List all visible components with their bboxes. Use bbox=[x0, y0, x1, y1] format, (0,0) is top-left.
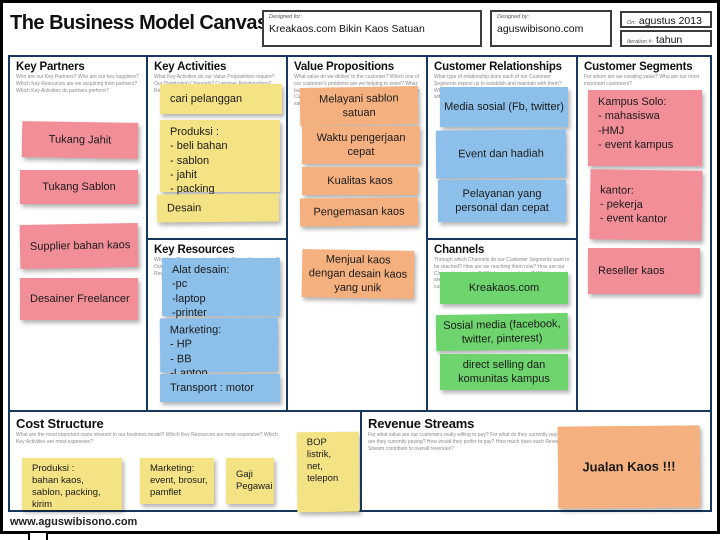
sticky-note: Reseller kaos bbox=[588, 248, 700, 294]
designed-for-box: Designed for: Kreakaos.com Bikin Kaos Sa… bbox=[262, 10, 482, 47]
section-title: Key Activities bbox=[154, 61, 227, 73]
section-title: Key Partners bbox=[16, 61, 85, 73]
sticky-note: Menjual kaos dengan desain kaos yang uni… bbox=[301, 249, 415, 299]
sticky-note: Waktu pengerjaan cepat bbox=[302, 126, 420, 164]
date-label: On: bbox=[627, 20, 636, 26]
sticky-note: Kampus Solo: - mahasiswa -HMJ - event ka… bbox=[588, 90, 702, 166]
section-title: Key Resources bbox=[154, 244, 235, 256]
designed-for-label: Designed for: bbox=[269, 14, 302, 20]
section-value-propositions: Value Propositions What value do we deli… bbox=[286, 55, 428, 412]
section-key-activities: Key Activities What Key Activities do ou… bbox=[146, 55, 288, 240]
date-box: On: agustus 2013 bbox=[620, 11, 712, 28]
sticky-note: BOP listrik, net, telepon bbox=[296, 431, 360, 513]
sticky-note: direct selling dan komunitas kampus bbox=[440, 354, 568, 390]
sticky-note: kantor: - pekerja - event kantor bbox=[589, 169, 703, 241]
sticky-note: Tukang Jahit bbox=[21, 121, 139, 159]
iteration-box: Iteration #: tahun bbox=[620, 30, 712, 47]
section-key-resources: Key Resources What Key Resources do our … bbox=[146, 238, 288, 412]
sticky-note: Media sosial (Fb, twitter) bbox=[440, 87, 568, 127]
section-hint: For whom are we creating value? Who are … bbox=[584, 74, 700, 87]
sticky-note: Produksi : - beli bahan - sablon - jahit… bbox=[160, 120, 280, 195]
page-title: The Business Model Canvas bbox=[10, 12, 268, 34]
sticky-note: Melayani sablon satuan bbox=[299, 85, 419, 127]
sticky-note: Marketing: - HP - BB -Laptop bbox=[159, 317, 279, 379]
sticky-note: Produksi : bahan kaos, sablon, packing, … bbox=[22, 458, 122, 510]
section-revenue-streams: Revenue Streams For what value are our c… bbox=[360, 410, 712, 512]
section-title: Channels bbox=[434, 244, 485, 256]
sticky-note: Marketing: event, brosur, pamflet bbox=[140, 458, 214, 504]
sticky-note: Tukang Sablon bbox=[20, 170, 138, 204]
designed-for-value: Kreakaos.com Bikin Kaos Satuan bbox=[269, 23, 425, 35]
sticky-note: Pelayanan yang personal dan cepat bbox=[438, 180, 566, 222]
sticky-note: cari pelanggan bbox=[160, 84, 282, 114]
footer-mini-box bbox=[28, 531, 48, 540]
sticky-note: Transport : motor bbox=[160, 374, 280, 402]
sticky-note: Jualan Kaos !!! bbox=[557, 425, 701, 509]
section-hint: What are the most important costs inhere… bbox=[16, 432, 278, 445]
sticky-note: Event dan hadiah bbox=[435, 129, 567, 179]
designed-by-box: Designed by: aguswibisono.com bbox=[490, 10, 612, 47]
section-key-partners: Key Partners Who are our Key Partners? W… bbox=[8, 55, 148, 412]
sticky-note: Supplier bahan kaos bbox=[19, 222, 139, 270]
footer-url-link[interactable]: www.aguswibisono.com bbox=[10, 516, 138, 528]
designed-by-value: aguswibisono.com bbox=[497, 23, 584, 35]
sticky-note: Kreakaos.com bbox=[440, 272, 568, 304]
sticky-note: Alat desain: -pc -laptop -printer bbox=[162, 258, 280, 319]
section-title: Revenue Streams bbox=[368, 416, 475, 431]
sticky-note: Desainer Freelancer bbox=[20, 278, 138, 320]
section-title: Customer Segments bbox=[584, 61, 693, 73]
iteration-value: tahun bbox=[656, 34, 683, 46]
sticky-note: Sosial media (facebook, twitter, pintere… bbox=[435, 312, 569, 352]
section-title: Value Propositions bbox=[294, 61, 394, 73]
sticky-note: Desain bbox=[156, 193, 280, 223]
section-hint: Who are our Key Partners? Who are our ke… bbox=[16, 74, 139, 94]
section-customer-segments: Customer Segments For whom are we creati… bbox=[576, 55, 712, 412]
iteration-label: Iteration #: bbox=[627, 39, 653, 45]
section-cost-structure: Cost Structure What are the most importa… bbox=[8, 410, 362, 513]
sticky-note: Kualitas kaos bbox=[302, 167, 418, 195]
sticky-note: Pengemasan kaos bbox=[299, 197, 419, 227]
section-hint: For what value are our customers really … bbox=[368, 432, 572, 452]
sticky-note: Gaji Pegawai bbox=[226, 458, 274, 504]
section-customer-relationships: Customer Relationships What type of rela… bbox=[426, 55, 578, 240]
section-title: Customer Relationships bbox=[434, 61, 562, 73]
section-channels: Channels Through which Channels do our C… bbox=[426, 238, 578, 412]
designed-by-label: Designed by: bbox=[497, 14, 530, 20]
section-title: Cost Structure bbox=[16, 416, 104, 431]
date-value: agustus 2013 bbox=[638, 15, 702, 27]
